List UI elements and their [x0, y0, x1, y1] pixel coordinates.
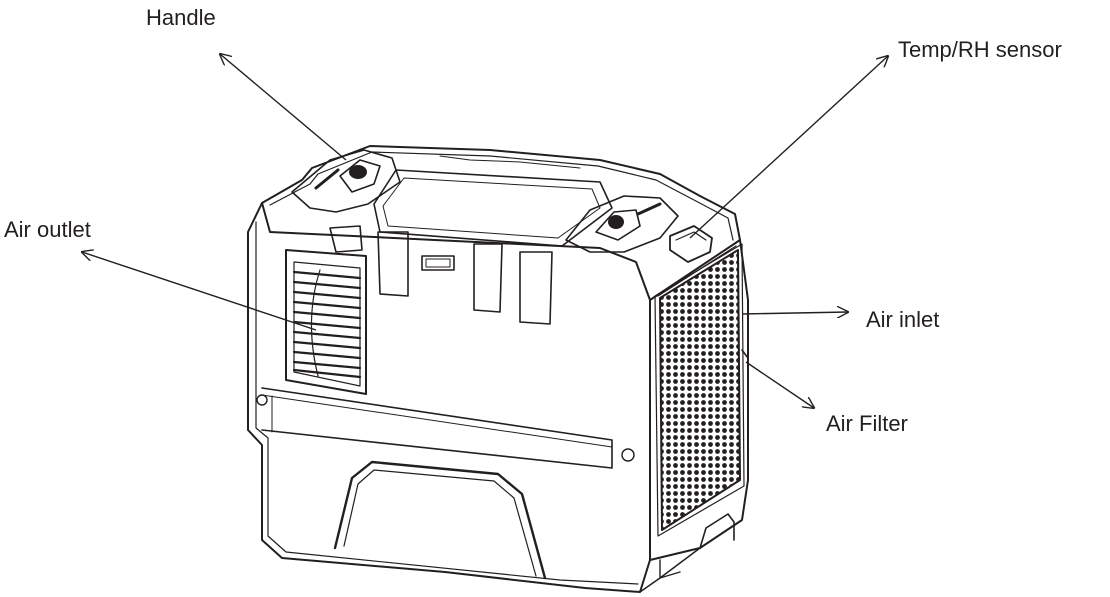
- lid-panel: [373, 169, 613, 247]
- temp-rh-sensor-label: Temp/RH sensor: [898, 37, 1062, 62]
- top-lid: [261, 145, 741, 241]
- right-handle: [565, 195, 679, 253]
- air-outlet-grille: [285, 249, 367, 395]
- dehumidifier-unit: [247, 145, 749, 593]
- air-outlet-leader-arrow: [82, 252, 317, 331]
- air-filter-leader-arrow: [745, 361, 814, 408]
- front-panel: [247, 202, 651, 593]
- air-filter-slot: [741, 349, 749, 381]
- strap-1: [329, 225, 363, 253]
- panel-divider: [261, 387, 613, 469]
- air-inlet-label: Air inlet: [866, 307, 940, 332]
- left-handle: [291, 149, 401, 213]
- temp-rh-sensor-leader-arrow: [689, 56, 888, 239]
- air-outlet-label: Air outlet: [4, 217, 91, 242]
- feet: [699, 513, 735, 549]
- handle-leader-arrow: [220, 54, 347, 161]
- strap-4: [519, 251, 553, 325]
- strap-3: [473, 243, 503, 313]
- air-inlet-leader-arrow: [741, 312, 848, 314]
- lower-cutout: [333, 460, 547, 580]
- leader-lines: [82, 54, 888, 408]
- air-inlet-mesh: [659, 249, 741, 531]
- strap-2: [377, 231, 409, 297]
- temp-rh-sensor: [669, 225, 713, 263]
- handle-label: Handle: [146, 5, 216, 30]
- air-filter-label: Air Filter: [826, 411, 908, 436]
